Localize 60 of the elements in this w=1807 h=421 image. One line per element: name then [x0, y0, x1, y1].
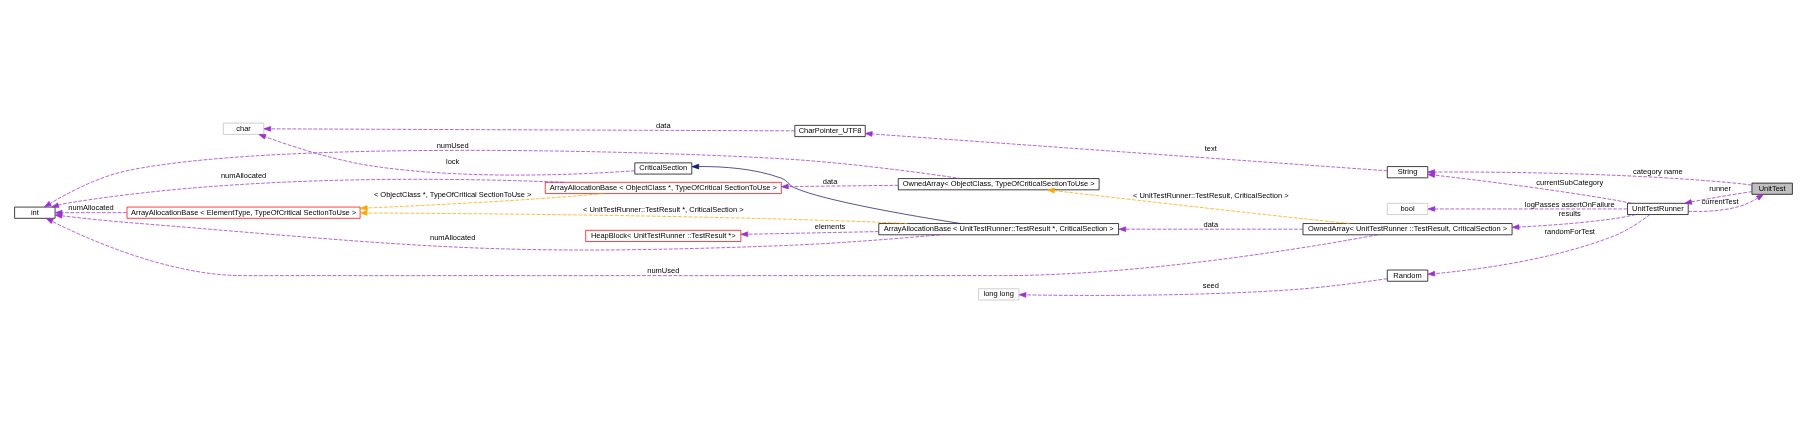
node-box: String — [1386, 165, 1429, 178]
edge-label: lock — [446, 156, 460, 166]
node-box: ArrayAllocationBase < UnitTestRunner::TestResult *, CriticalSection > — [878, 222, 1119, 235]
edge-label: data — [822, 176, 838, 186]
edge-label: category name — [1633, 166, 1683, 176]
arrow — [864, 130, 1388, 171]
node-box: OwnedArray< UnitTestRunner ::TestResult, CriticalSection > — [1302, 222, 1513, 235]
edge-label: < ObjectClass *, TypeOfCritical SectionToUse > — [373, 189, 532, 199]
arrow — [1047, 187, 1351, 224]
node-box: ArrayAllocationBase < ElementType, TypeOfCritical SectionToUse > — [126, 206, 361, 219]
edge-label: < UnitTestRunner::TestResult *, CriticalSection > — [583, 204, 744, 214]
edge-label: numUsed — [647, 265, 680, 275]
edge-label: data — [1203, 219, 1219, 229]
node-box: long long — [978, 287, 1020, 300]
edge-label: currentTest — [1701, 196, 1739, 206]
node-box: UnitTestRunner — [1627, 202, 1689, 215]
arrow — [51, 178, 565, 208]
arrow — [1018, 277, 1388, 298]
edge-label: < UnitTestRunner::TestResult, CriticalSection > — [1133, 190, 1289, 200]
edge-label: numAllocated — [430, 232, 476, 242]
edge-label: seed — [1202, 280, 1219, 290]
arrow — [44, 149, 962, 207]
edge-label: currentSubCategory — [1536, 177, 1604, 187]
node-box: bool — [1386, 202, 1429, 215]
node-box: UnitTest — [1751, 182, 1793, 195]
arrow — [360, 192, 604, 211]
edge-label: text — [1204, 143, 1217, 153]
arrow — [54, 209, 128, 215]
edge-label: logPasses assertOnFailure — [1524, 199, 1615, 209]
node-box: char — [222, 122, 265, 135]
arrow — [1684, 190, 1753, 205]
edge-label: results — [1558, 208, 1581, 218]
edge-label: numAllocated — [220, 170, 267, 180]
arrow — [1427, 171, 1633, 204]
node-box: HeapBlock< UnitTestRunner ::TestResult *> — [585, 229, 742, 242]
edge-label: numUsed — [436, 140, 469, 150]
node-box: Random — [1386, 269, 1429, 282]
arrow — [1511, 213, 1636, 230]
arrow — [691, 163, 961, 224]
arrow — [263, 125, 796, 132]
arrow — [1427, 205, 1628, 212]
arrow — [740, 230, 879, 237]
node-box: ArrayAllocationBase < ObjectClass *, TypeOfCritical SectionToUse > — [544, 181, 782, 194]
edge-label: randomForTest — [1544, 226, 1595, 236]
edge-label: numAllocated — [68, 202, 114, 212]
arrow — [258, 133, 636, 175]
arrow — [781, 183, 899, 189]
edge-label: elements — [814, 221, 846, 231]
edge-label: runner — [1709, 183, 1731, 193]
arrow — [1118, 225, 1304, 232]
arrow — [1427, 168, 1752, 185]
node-box: CharPointer_UTF8 — [794, 124, 866, 137]
node-box: CriticalSection — [634, 161, 693, 174]
node-box: OwnedArray< ObjectClass, TypeOfCriticalSectionToUse > — [897, 177, 1100, 190]
arrow — [359, 209, 908, 224]
node-box: int — [14, 206, 56, 219]
arrow — [1687, 193, 1764, 212]
edge-label: data — [656, 120, 671, 130]
arrow — [45, 217, 1378, 276]
arrow — [1427, 213, 1651, 276]
